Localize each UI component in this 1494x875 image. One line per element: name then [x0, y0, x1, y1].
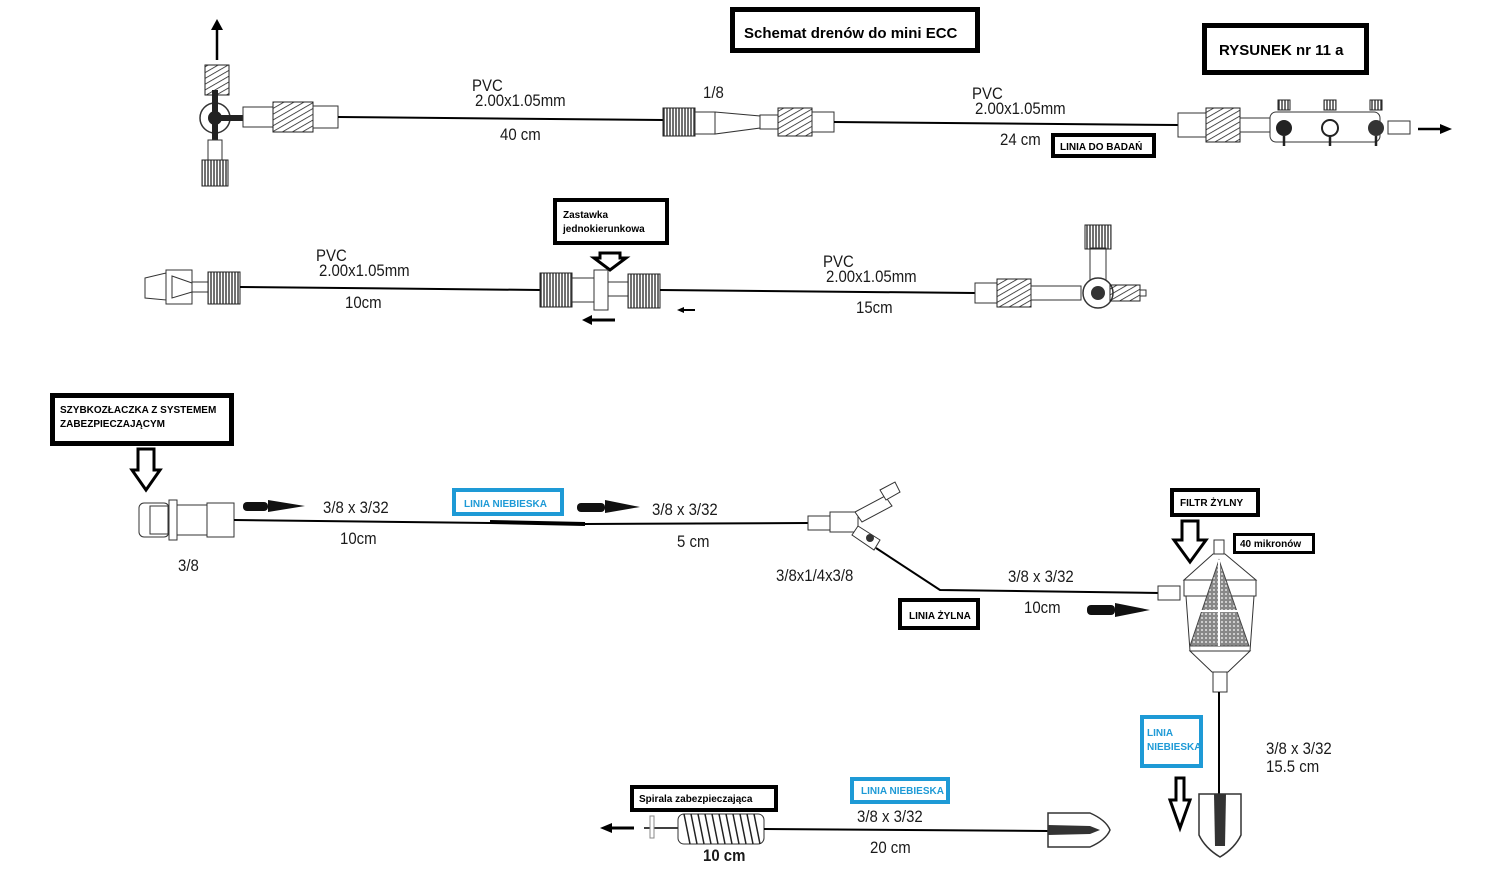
tube-size-label: 3/8 x 3/32	[323, 498, 389, 517]
filter-micron-label: 40 mikronów	[1233, 533, 1315, 554]
tube-end-cap	[1047, 812, 1111, 848]
tube-material-label: PVC	[972, 84, 1003, 103]
tube-length-label: 10cm	[1024, 598, 1061, 617]
down-arrow-icon	[1167, 776, 1193, 833]
tube-length-label: 15.5 cm	[1266, 757, 1320, 776]
tube-size-label: 2.00x1.05mm	[826, 267, 917, 286]
down-arrow-icon	[1171, 519, 1209, 565]
tube-end-cap	[1198, 793, 1242, 858]
tube-size-label: 3/8 x 3/32	[857, 807, 923, 826]
connector-size-label: 1/8	[703, 83, 724, 102]
row1-mid-connector	[662, 107, 835, 137]
tube-row3-seg3	[875, 547, 1161, 594]
safety-spiral-label: Spirala zabezpieczająca	[630, 785, 778, 812]
tube-size-label: 2.00x1.05mm	[975, 99, 1066, 118]
tube-row2-seg1	[239, 286, 541, 291]
down-arrow-icon	[129, 447, 163, 493]
row1-stopcock-manifold	[1177, 99, 1452, 146]
venous-filter-label: FILTR ŻYLNY	[1170, 488, 1260, 517]
left-arrow-icon	[600, 823, 634, 833]
tube-length-label: 20 cm	[870, 838, 911, 857]
flow-arrow-icon	[243, 500, 305, 512]
tube-row1-seg2	[833, 121, 1179, 126]
tube-size-label: 3/8 x 3/32	[1008, 567, 1074, 586]
flow-arrow-icon	[1087, 603, 1150, 617]
tube-row4	[763, 828, 1049, 832]
tube-material-label: PVC	[316, 246, 347, 265]
line-label-badania: LINIA DO BADAŃ	[1051, 133, 1156, 158]
quick-connector	[138, 499, 235, 541]
tube-row1-seg1	[337, 116, 664, 121]
venous-line-label: LINIA ŻYLNA	[898, 598, 980, 630]
tube-length-label: 15cm	[856, 298, 893, 317]
tube-length-label: 10cm	[340, 529, 377, 548]
row2-left-connector	[144, 269, 241, 305]
y-connector-size-label: 3/8x1/4x3/8	[776, 566, 854, 585]
tube-row3-seg1	[233, 519, 491, 524]
tube-material-label: PVC	[823, 252, 854, 271]
row1-left-stopcock	[199, 19, 339, 187]
y-connector	[807, 481, 901, 551]
tube-length-label: 5 cm	[677, 532, 710, 551]
one-way-valve	[539, 251, 695, 325]
tube-size-label: 2.00x1.05mm	[475, 91, 566, 110]
row2-right-stopcock	[974, 224, 1147, 309]
tube-size-label: 2.00x1.05mm	[319, 261, 410, 280]
tube-row2-seg2	[659, 289, 976, 294]
figure-label: RYSUNEK nr 11 a	[1202, 23, 1369, 75]
down-pointer-icon	[589, 251, 631, 272]
diagram-title: Schemat drenów do mini ECC	[730, 7, 980, 53]
tube-row3-seg2	[584, 522, 809, 525]
connector-size-label: 3/8	[178, 556, 199, 575]
tube-size-label: 3/8 x 3/32	[1266, 739, 1332, 758]
tube-length-label: 24 cm	[1000, 130, 1041, 149]
safety-spiral	[677, 813, 765, 845]
tube-length-label: 10cm	[345, 293, 382, 312]
flow-arrow-icon	[577, 500, 640, 513]
tube-material-label: PVC	[472, 76, 503, 95]
tube-length-label: 40 cm	[500, 125, 541, 144]
tube-size-label: 3/8 x 3/32	[652, 500, 718, 519]
spiral-length-label: 10 cm	[703, 846, 746, 865]
blue-line-label: LINIA NIEBIESKA	[850, 777, 950, 804]
blue-line-label: LINIA NIEBIESKA	[452, 488, 564, 516]
venous-filter	[1157, 519, 1258, 693]
